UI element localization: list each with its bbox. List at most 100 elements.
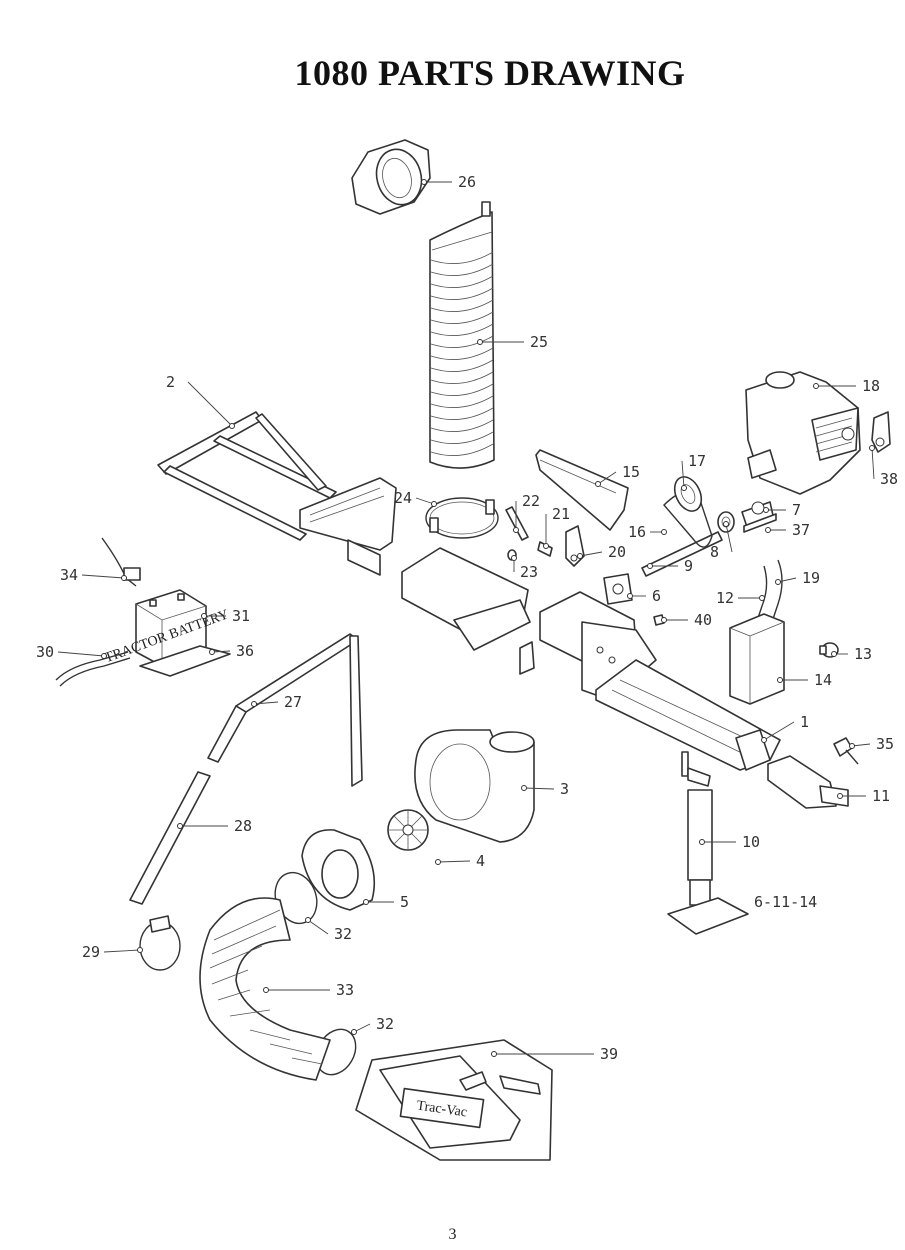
part-7-bearing <box>741 501 777 533</box>
callout-c25: 25 <box>530 333 548 351</box>
callout-c20: 20 <box>608 543 626 561</box>
leader-dot-c22 <box>513 527 519 533</box>
part-33-flex-hose <box>199 897 331 1081</box>
leader-dot-c32b <box>351 1029 357 1035</box>
callout-c32b: 32 <box>376 1015 394 1033</box>
leader-dot-c37 <box>765 527 771 533</box>
part-19-wire <box>771 559 783 623</box>
leader-dot-c23 <box>511 555 517 561</box>
callout-c34: 34 <box>60 566 78 584</box>
callout-c10: 10 <box>742 833 760 851</box>
callout-c16: 16 <box>628 523 646 541</box>
callout-c13: 13 <box>854 645 872 663</box>
leader-dot-c14 <box>777 677 783 683</box>
part-25-hose <box>429 201 495 469</box>
leader-line-c32a <box>307 919 329 935</box>
leader-line-c17 <box>681 460 685 489</box>
part-30-hold-down <box>55 651 131 687</box>
leader-dot-c31 <box>201 613 207 619</box>
leader-dot-c29 <box>137 947 143 953</box>
leader-dot-c35 <box>849 743 855 749</box>
leader-dot-c9 <box>647 563 653 569</box>
callout-c29: 29 <box>82 943 100 961</box>
part-28-arm <box>129 771 211 905</box>
callout-c22: 22 <box>522 492 540 510</box>
callout-labels: 1234567891011121314151617181920212223242… <box>36 173 898 1063</box>
leader-line-c3 <box>523 787 555 790</box>
callout-c14: 14 <box>814 671 832 689</box>
leader-dot-c25 <box>477 339 483 345</box>
revision-date: 6-11-14 <box>754 893 818 911</box>
page-title: 1080 PARTS DRAWING <box>294 53 686 93</box>
brand-label: Trac-Vac <box>416 1099 468 1121</box>
part-6-plate <box>603 573 633 605</box>
part-14-box <box>729 613 785 705</box>
leader-line-c35 <box>851 743 871 747</box>
leader-dot-c4 <box>435 859 441 865</box>
part-10-jack <box>667 751 749 935</box>
part-17-pulley <box>673 476 703 512</box>
part-20-lever <box>565 525 585 567</box>
leader-dot-c16 <box>661 529 667 535</box>
part-39-nozzle: Trac-Vac <box>355 1039 553 1161</box>
leader-dot-c13 <box>831 651 837 657</box>
callout-c7: 7 <box>792 501 801 519</box>
leader-dot-c33 <box>263 987 269 993</box>
leader-dot-c2 <box>229 423 235 429</box>
part-15-guard <box>535 449 629 531</box>
part-36-tray <box>139 645 231 677</box>
part-11-hitch <box>767 755 849 809</box>
leader-line-c4 <box>437 860 471 863</box>
callout-c12: 12 <box>716 589 734 607</box>
leader-dot-c30 <box>101 653 107 659</box>
leader-line-c20 <box>579 551 603 557</box>
leader-dot-c15 <box>595 481 601 487</box>
leader-dot-c1 <box>761 737 767 743</box>
leader-dot-c26 <box>421 179 427 185</box>
leader-line-c15 <box>597 471 617 485</box>
part-29-holder <box>139 915 181 971</box>
leader-dot-c19 <box>775 579 781 585</box>
leader-line-c38 <box>871 447 875 480</box>
leader-dot-c39 <box>491 1051 497 1057</box>
callout-c37: 37 <box>792 521 810 539</box>
callout-c4: 4 <box>476 852 485 870</box>
part-2-tongue <box>157 411 397 576</box>
leader-line-c36 <box>211 650 231 653</box>
leader-dot-c10 <box>699 839 705 845</box>
leader-line-c19 <box>777 577 797 583</box>
callout-c2: 2 <box>166 373 175 391</box>
part-3-housing <box>414 729 535 843</box>
part-26-flange <box>351 139 431 215</box>
leader-dot-c24 <box>431 501 437 507</box>
leader-dot-c20 <box>577 553 583 559</box>
callout-c19: 19 <box>802 569 820 587</box>
callout-c36: 36 <box>236 642 254 660</box>
leader-dot-c34 <box>121 575 127 581</box>
leader-line-c29 <box>103 949 141 953</box>
callout-c28: 28 <box>234 817 252 835</box>
leader-dot-c32a <box>305 917 311 923</box>
leader-line-c27 <box>253 701 279 705</box>
part-27-stand <box>207 633 363 787</box>
callout-c40: 40 <box>694 611 712 629</box>
callout-c39: 39 <box>600 1045 618 1063</box>
leader-dot-c6 <box>627 593 633 599</box>
callout-c5: 5 <box>400 893 409 911</box>
leader-dot-c28 <box>177 823 183 829</box>
callout-c15: 15 <box>622 463 640 481</box>
leader-dot-c38 <box>869 445 875 451</box>
callout-c9: 9 <box>684 557 693 575</box>
part-24-clamp <box>425 497 499 539</box>
leader-dot-c21 <box>543 543 549 549</box>
callout-c30: 30 <box>36 643 54 661</box>
leader-dot-c5 <box>363 899 369 905</box>
part-22-pin <box>505 506 529 541</box>
callout-c27: 27 <box>284 693 302 711</box>
callout-c21: 21 <box>552 505 570 523</box>
callout-c6: 6 <box>652 587 661 605</box>
leader-line-c8 <box>725 523 733 553</box>
leader-dot-c17 <box>681 485 687 491</box>
leader-dot-c18 <box>813 383 819 389</box>
